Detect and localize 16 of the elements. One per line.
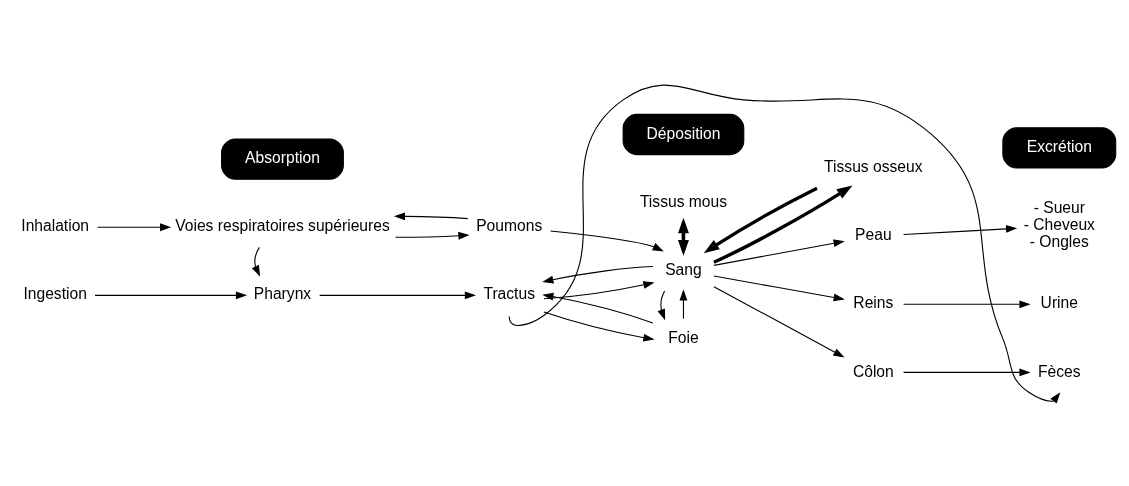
node-text: Voies respiratoires supérieures [175,217,390,235]
node-text: Tractus [483,285,535,303]
node-text: Inhalation [21,217,90,235]
node-text: Fèces [1038,362,1081,380]
node-text: Pharynx [253,285,312,303]
node-text: Foie [668,329,699,347]
node-text: Côlon [852,362,894,380]
node-text: Tissus osseux [824,158,923,176]
node-text: Urine [1040,294,1078,312]
node-text: Reins [853,294,894,312]
node-text: Ingestion [23,285,87,303]
node-text: Sang [665,260,702,278]
node-text: Poumons [476,217,543,235]
node-text: Peau [855,226,892,244]
node-text: Tissus mous [639,192,728,210]
node-text: - Sueur - Cheveux - Ongles [1023,199,1095,250]
